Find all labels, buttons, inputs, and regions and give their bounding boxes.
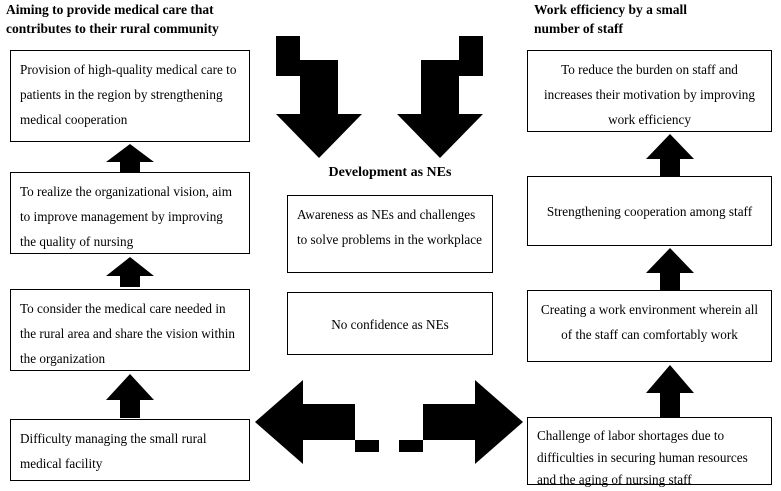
box-center-bottom: No confidence as NEs	[287, 292, 493, 355]
box-right-bottom: Challenge of labor shortages due to diff…	[527, 417, 772, 487]
arrow-left-middle-up	[102, 257, 158, 287]
box-left-top: Provision of high-quality medical care t…	[10, 50, 250, 142]
arrow-left-lower-up	[102, 374, 158, 418]
box-left-bottom: Difficulty managing the small rural medi…	[10, 419, 250, 481]
header-right: Work efficiency by a small number of sta…	[534, 2, 687, 36]
arrow-left-upper-up	[102, 144, 158, 172]
box-left-second: To realize the organizational vision, ai…	[10, 172, 250, 254]
box-right-third: Creating a work environment wherein all …	[527, 290, 772, 362]
center-title: Development as NEs	[328, 165, 452, 180]
arrow-right-middle-up	[642, 248, 698, 290]
header-left: Aiming to provide medical care that cont…	[6, 2, 219, 36]
arrow-bottom-left-elbow	[255, 380, 379, 484]
box-right-top: To reduce the burden on staff and increa…	[527, 50, 772, 132]
arrow-bottom-right-elbow	[399, 380, 523, 484]
box-right-second: Strengthening cooperation among staff	[527, 176, 772, 246]
arrow-center-left-down	[276, 36, 362, 158]
box-left-third: To consider the medical care needed in t…	[10, 289, 250, 371]
arrow-right-lower-up	[642, 365, 698, 417]
box-center-top: Awareness as NEs and challenges to solve…	[287, 195, 493, 273]
arrow-right-upper-up	[642, 134, 698, 176]
arrow-center-right-down	[397, 36, 483, 158]
